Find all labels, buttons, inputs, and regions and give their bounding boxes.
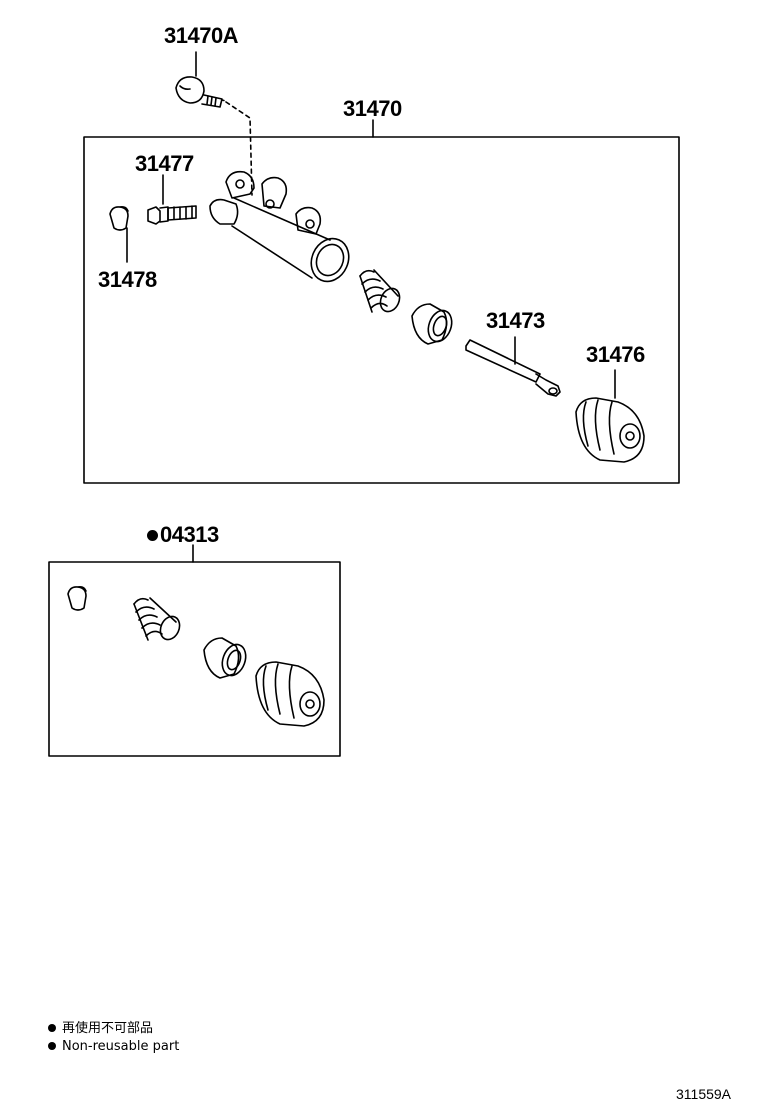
non-reusable-bullet-icon [147,529,158,541]
cylinder-body-part [209,170,350,283]
piston-part [411,303,453,345]
assembly-frame [83,136,680,484]
legend-text-en: Non-reusable part [62,1039,180,1054]
legend-bullet-icon [48,1041,56,1050]
label-31473: 31473 [486,308,545,333]
bleeder-cap-part [109,206,129,263]
kit-spring-part [133,597,181,641]
label-04313: 04313 [147,524,219,546]
kit-boot-part [255,661,325,727]
kit-cap-part [67,586,87,611]
diagram-code: 311559A [676,1086,732,1102]
kit-frame [48,561,341,757]
bleeder-plug-part [147,174,197,225]
legend-bullet-icon [48,1023,56,1032]
kit-piston-part [203,637,247,679]
label-31470: 31470 [343,96,402,121]
boot-part [575,369,645,463]
legend-text-jp: 再使用不可部品 [62,1021,154,1036]
label-31476: 31476 [586,342,645,367]
label-04313-text: 04313 [160,522,219,547]
label-31470a: 31470A [164,23,239,48]
legend-line-en: Non-reusable part [48,1040,179,1053]
spring-part [359,269,401,313]
label-31477: 31477 [135,151,194,176]
bleeder-bolt-part [175,51,253,196]
push-rod-part [465,336,561,397]
label-31478: 31478 [98,267,157,292]
legend-line-jp: 再使用不可部品 [48,1022,153,1035]
